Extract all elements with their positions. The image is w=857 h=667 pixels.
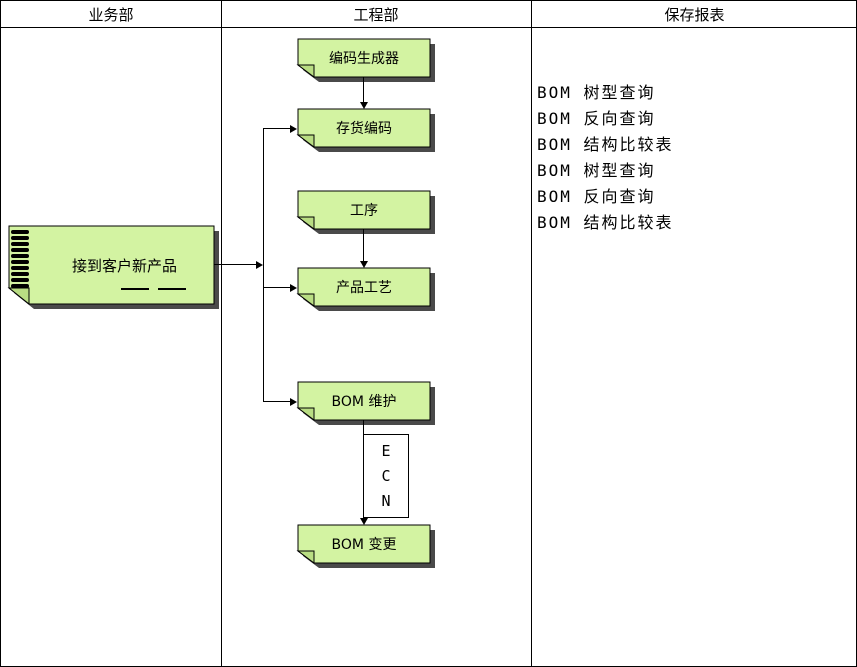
note-fold — [296, 550, 315, 564]
flow-node-bom-maintenance: BOM 维护 — [296, 381, 435, 425]
grid-vline-1 — [221, 1, 222, 666]
reports-list: BOM 树型查询 BOM 反向查询 BOM 结构比较表 BOM 树型查询 BOM… — [537, 80, 674, 236]
note-shape — [296, 38, 435, 82]
flow-node-label: 接到客户新产品 — [71, 256, 177, 275]
flow-node-label: 工序 — [350, 203, 378, 219]
ecn-letter: E — [381, 442, 391, 460]
note-body — [297, 108, 431, 148]
note-fold — [296, 64, 315, 78]
flow-node-label: BOM 变更 — [331, 537, 397, 553]
note-body — [297, 381, 431, 421]
note-body — [297, 267, 431, 307]
arrowhead-down-icon — [360, 261, 368, 268]
arrowhead-right-icon — [256, 261, 263, 269]
grid-vline-2 — [531, 1, 532, 666]
flow-node-product-craft: 产品工艺 — [296, 267, 435, 311]
flow-node-receive-new-product: 接到客户新产品 — [7, 225, 219, 309]
note-body — [297, 190, 431, 230]
note-fold — [296, 407, 315, 421]
arrowhead-down-icon — [360, 102, 368, 109]
connector-start-horizontal — [214, 264, 257, 265]
grid-hline-header — [1, 27, 856, 28]
report-item: BOM 树型查询 — [537, 161, 656, 180]
note-shape — [296, 381, 435, 425]
blank-line — [121, 288, 149, 290]
connector-generator-to-inventory — [363, 77, 364, 102]
flow-node-label: 编码生成器 — [329, 51, 399, 67]
note-shape — [296, 108, 435, 152]
report-item: BOM 结构比较表 — [537, 213, 674, 232]
connector-branch-to-craft — [263, 287, 291, 288]
report-item: BOM 树型查询 — [537, 83, 656, 102]
flow-node-label: 存货编码 — [336, 121, 392, 137]
connector-branch-to-maintenance — [263, 401, 291, 402]
ecn-label-box: E C N — [363, 434, 409, 518]
ecn-letter: N — [381, 492, 391, 510]
column-header-business: 业务部 — [88, 5, 134, 24]
flow-node-inventory-code: 存货编码 — [296, 108, 435, 152]
connector-branch-vertical — [263, 128, 264, 402]
arrowhead-right-icon — [290, 398, 297, 406]
note-body — [8, 225, 215, 305]
column-header-reports: 保存报表 — [664, 5, 725, 24]
flow-node-label: 产品工艺 — [336, 280, 392, 296]
blank-line — [158, 288, 186, 290]
arrowhead-right-icon — [290, 125, 297, 133]
report-item: BOM 反向查询 — [537, 109, 656, 128]
note-body — [297, 38, 431, 78]
note-shape — [7, 225, 219, 309]
flow-node-code-generator: 编码生成器 — [296, 38, 435, 82]
flow-node-label: BOM 维护 — [331, 394, 397, 410]
note-fold — [296, 216, 315, 230]
note-shape — [296, 190, 435, 234]
connector-operation-to-craft — [363, 229, 364, 261]
note-shape — [296, 267, 435, 311]
note-fold — [296, 293, 315, 307]
spiral-binding-icon — [11, 230, 29, 288]
ecn-letter: C — [381, 467, 391, 485]
flow-node-bom-change: BOM 变更 — [296, 524, 435, 568]
report-item: BOM 结构比较表 — [537, 135, 674, 154]
arrowhead-right-icon — [290, 284, 297, 292]
arrowhead-down-icon — [360, 518, 368, 525]
connector-branch-to-inventory — [263, 128, 291, 129]
note-fold — [296, 134, 315, 148]
report-item: BOM 反向查询 — [537, 187, 656, 206]
note-body — [297, 524, 431, 564]
flow-node-operation: 工序 — [296, 190, 435, 234]
column-header-engineering: 工程部 — [353, 5, 399, 24]
note-shape — [296, 524, 435, 568]
